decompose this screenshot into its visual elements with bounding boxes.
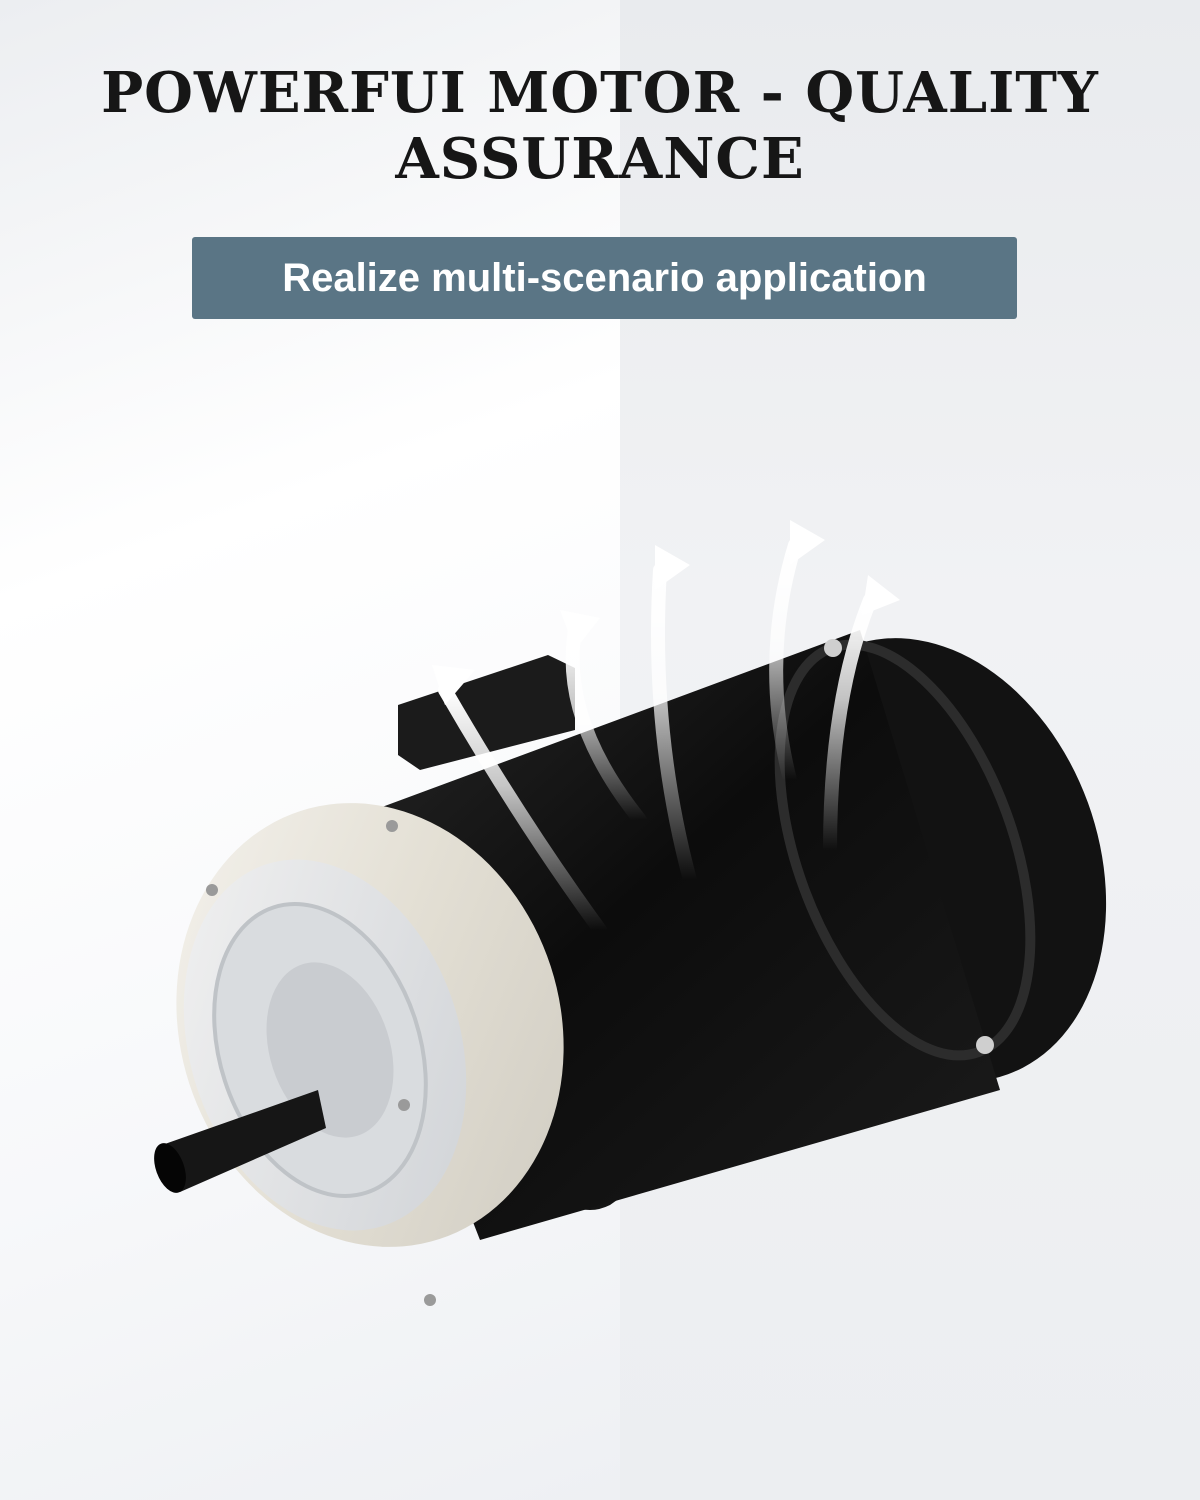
airflow-arrowheads [432,520,900,705]
airflow-arrows [438,538,877,937]
airflow-arrow-icon [823,593,877,857]
airflow-arrow-icon [565,623,647,827]
junction-box [398,655,575,770]
subtitle-banner-text: Realize multi-scenario application [282,255,927,300]
page-title: POWERFUI MOTOR - QUALITY ASSURANCE [101,60,1099,192]
airflow-arrow-icon [651,563,697,887]
motor-end-cap [176,803,564,1306]
motor-shaft [154,1090,326,1193]
airflow-arrow-icon [438,683,607,937]
subtitle-banner: Realize multi-scenario application [192,237,1017,319]
airflow-arrow-icon [769,538,802,787]
